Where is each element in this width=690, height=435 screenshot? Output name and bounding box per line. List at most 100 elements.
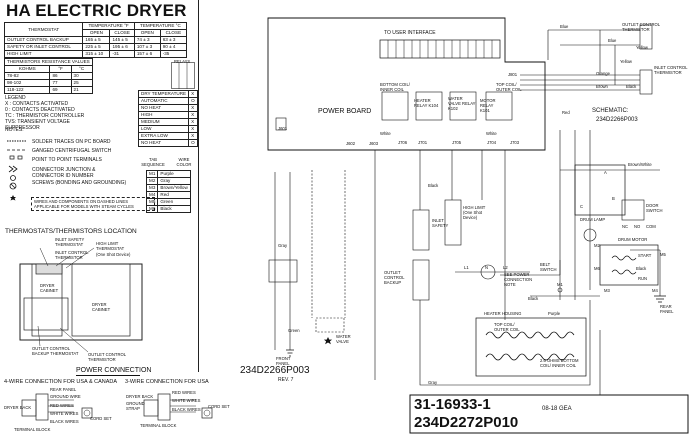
thermostat-table: THERMOSTAT TEMPERATURE °F TEMPERATURE °C… — [3, 22, 188, 58]
table-cell: Black — [157, 205, 191, 213]
conn-j703: J703 — [510, 140, 520, 145]
comp-top-coil: TOP COIL/ OUTER COIL — [494, 322, 520, 332]
table-cell: -31 — [109, 50, 135, 58]
rev-number: REV. 7 — [278, 377, 294, 383]
schematic-number: 234D2266P003 — [596, 117, 638, 123]
conn-j603: J603 — [369, 141, 379, 146]
conn-j701: J701 — [418, 140, 428, 145]
front-panel-ground-icon — [286, 349, 294, 357]
note-item: CONNECTOR ID NUMBER — [32, 173, 94, 179]
dryer-cabinet-right: DRYER CABINET — [92, 302, 111, 312]
top-coil — [485, 331, 575, 339]
drum-lamp — [583, 228, 597, 242]
table-row: HIGH LIMIT 315 ± 10 -31 157 ± 6 -35 — [3, 50, 188, 58]
high-limit-label: HIGH LIMIT THERMOSTAT — [96, 241, 125, 251]
pc-red-wires-1: RED WIRES — [50, 403, 74, 408]
pc-ground-strap-2: GROUND STRAP — [126, 401, 145, 411]
comp-run: RUN — [638, 276, 648, 281]
dryer-cabinet-left: DRYER CABINET — [40, 283, 59, 293]
one-shot-label: (One Shot Device) — [96, 252, 131, 257]
terminal-label: C — [580, 204, 584, 209]
wire-label: White — [380, 131, 391, 136]
wire-label: Black — [636, 266, 647, 271]
terminal-label: M5 — [660, 252, 666, 257]
comp-rear-panel: REAR PANEL — [660, 304, 674, 314]
outlet-backup-box — [412, 259, 430, 301]
wire-label: Black — [626, 84, 637, 89]
comp-door-switch: DOOR SWITCH — [646, 203, 663, 213]
terminal-label: M2 — [594, 243, 600, 248]
pc-black-wires-1: BLACK WIRES — [50, 419, 79, 424]
relay-label-heater: HEATER RELAY K104 — [414, 98, 439, 108]
inlet-thermistor-right-label: INLET CONTROL THERMISTOR — [654, 65, 688, 75]
table-cell: 118-122 — [3, 86, 51, 94]
inlet-control-thermistor-label: INLET CONTROL THERMISTOR — [55, 250, 89, 260]
relays-grid-decoration — [171, 62, 195, 89]
three-wire-title: 3-WIRE CONNECTION FOR USA — [125, 379, 209, 385]
power-connection-header: POWER CONNECTION — [76, 367, 152, 374]
terminal-label: M3 — [604, 288, 610, 293]
table-cell: NO HEAT — [137, 139, 190, 147]
terminal-label: L1 — [464, 265, 469, 270]
pc-terminal-block-2: TERMINAL BLOCK — [140, 423, 177, 428]
high-limit-box — [444, 199, 462, 246]
comp-drum-motor: DRUM MOTOR — [618, 237, 648, 242]
comp-belt-switch: BELT SWITCH — [540, 262, 557, 272]
inlet-safety-box — [412, 209, 430, 251]
pc-cord-set-2: CORD SET — [208, 404, 230, 409]
wire-label: Orange — [596, 71, 610, 76]
user-interface-label: TO USER INTERFACE — [384, 30, 436, 36]
thermistor-table: THERMISTORS RESISTANCE VALUES KOHMS °F °… — [3, 58, 93, 94]
j801-wires — [520, 29, 640, 91]
legend-header: LEGEND — [5, 95, 26, 101]
ui-connector-strip — [379, 39, 501, 59]
relay-box — [415, 91, 443, 121]
pc-terminal-block-1: TERMINAL BLOCK — [14, 427, 51, 432]
rear-panel-ground-icon — [654, 295, 666, 303]
note-item: SCREWS (BONDING AND GROUNDING) — [32, 180, 127, 186]
notes-header: NOTES: — [5, 127, 24, 133]
pc-black-wires-2: BLACK WIRES — [172, 407, 201, 412]
inlet-safety-label: INLET SAFETY THERMOSTAT — [55, 237, 85, 247]
comp-bottom-coil: 2.6 OHMS BOTTOM COIL/ INNER COIL — [540, 358, 579, 368]
pc-ground-wire-1: GROUND WIRE — [50, 394, 81, 399]
thermostats-location-drawing — [19, 247, 143, 353]
relay-box — [381, 91, 409, 121]
terminal-label: M6 — [594, 266, 600, 271]
title-number-1: 31-16933-1 — [414, 396, 491, 413]
wire-label: Purple — [548, 311, 561, 316]
table-cell: O — [188, 139, 198, 147]
comp-water-valve: WATER VALVE — [336, 334, 351, 344]
legend: LEGEND X : CONTACTS ACTIVATED 0 : CONTAC… — [5, 95, 95, 131]
comp-outlet-backup: OUTLET CONTROL BACKUP — [384, 270, 405, 285]
tab-sequence-header: TAB SEQUENCE — [141, 157, 165, 167]
conn-j706: J706 — [398, 140, 408, 145]
relay-label-top-coil: TOP COIL/ OUTER COIL — [496, 82, 522, 92]
door-switch-box — [621, 199, 645, 221]
notes-symbols — [7, 140, 27, 201]
thermostats-location-header: THERMOSTATS/THERMISTORS LOCATION — [5, 228, 137, 235]
outlet-thermistor-right-label: OUTLET CONTROL THERMISTOR — [622, 22, 660, 32]
conn-j601: J601 — [278, 126, 288, 131]
pc-cord-set-1: CORD SET — [90, 416, 112, 421]
terminal-label: A — [604, 170, 607, 175]
table-cell: -35 — [159, 50, 188, 58]
wire-label: Gray — [278, 243, 288, 248]
note-item: GANGED CENTRIFUGAL SWITCH — [32, 148, 112, 154]
relay-box — [485, 91, 513, 121]
terminal-label: N — [485, 265, 489, 270]
table-row: 118-122 69 21 — [3, 86, 93, 94]
bottom-coil — [485, 353, 575, 361]
motor-windings — [611, 255, 637, 275]
wire-label: Gray — [428, 380, 438, 385]
wire-label: Black — [528, 296, 539, 301]
page-title: HA ELECTRIC DRYER — [6, 1, 187, 20]
comp-high-limit: HIGH LIMIT (One Shot Device) — [463, 205, 486, 220]
centrifugal-switch-box — [574, 164, 626, 216]
comp-power-note: SEE POWER CONNECTION NOTE — [504, 272, 533, 287]
relay-label-water-valve: WATER VALVE RELAY K102 — [448, 96, 476, 111]
table-cell: 21 — [70, 86, 93, 94]
